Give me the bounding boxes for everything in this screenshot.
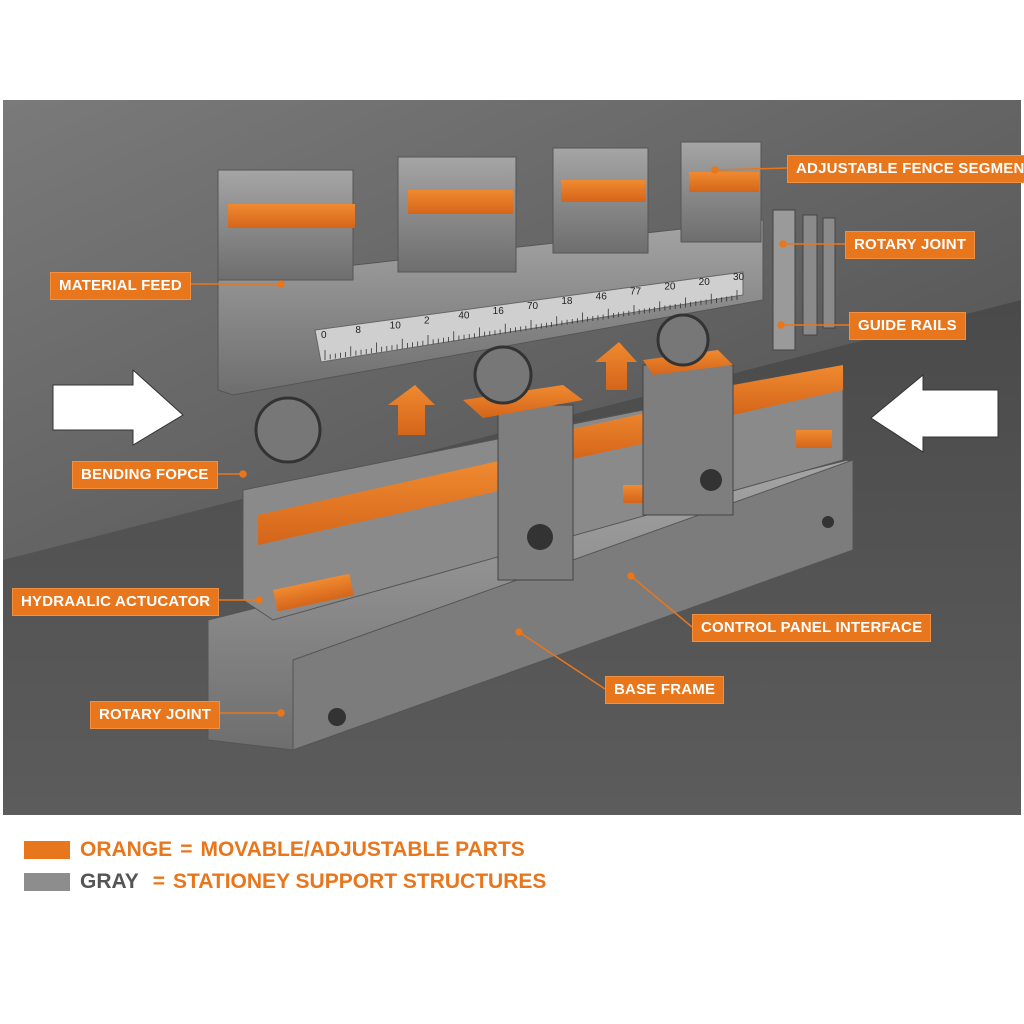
callout-bending-force: BENDING FOPCE xyxy=(72,461,218,489)
ruler-label: 77 xyxy=(630,287,642,298)
roller-wheel xyxy=(656,313,710,367)
legend-gray: GRAY = STATIONEY SUPPORT STRUCTURES xyxy=(24,870,546,894)
roller-wheel xyxy=(254,396,322,464)
callout-rotary-joint-top: ROTARY JOINT xyxy=(845,231,976,259)
legend-text: MOVABLE/ADJUSTABLE PARTS xyxy=(200,838,525,861)
ruler-label: 0 xyxy=(321,330,327,341)
ruler-label: 70 xyxy=(527,301,539,312)
gray-swatch xyxy=(24,873,70,891)
legend-key: GRAY xyxy=(80,870,139,893)
legend-text: STATIONEY SUPPORT STRUCTURES xyxy=(173,870,547,893)
up-arrow-icon xyxy=(388,385,435,435)
base-hole xyxy=(822,516,834,528)
callout-material-feed: MATERIAL FEED xyxy=(50,272,191,300)
fence-orange-strip xyxy=(561,180,646,202)
ruler-label: 8 xyxy=(355,325,361,336)
callout-adjustable-fence-segments: ADJUSTABLE FENCE SEGMENS xyxy=(787,155,1024,183)
fence-orange-strip xyxy=(228,204,355,228)
callout-guide-rails: GUIDE RAILS xyxy=(849,312,966,340)
force-arrow-left-icon xyxy=(52,368,184,446)
force-arrow-right-icon xyxy=(870,373,999,453)
orange-rail xyxy=(733,365,843,415)
ruler-label: 20 xyxy=(664,282,676,293)
ruler-label: 16 xyxy=(493,306,505,317)
orange-swatch xyxy=(24,841,70,859)
legend-sep: = xyxy=(152,870,166,893)
roller-wheel xyxy=(473,345,533,405)
ruler-labels: 0 8 10 2 40 16 70 18 46 77 20 20 30 xyxy=(321,272,745,360)
ruler-scale xyxy=(314,271,744,363)
legend-sep: = xyxy=(180,838,193,861)
callout-rotary-joint-bottom: ROTARY JOINT xyxy=(90,701,221,729)
ruler-label: 40 xyxy=(458,311,470,322)
clamp-hole xyxy=(700,469,722,491)
ruler-label: 10 xyxy=(390,320,402,331)
fence-segment xyxy=(397,156,517,273)
ruler-label: 18 xyxy=(561,296,573,307)
base-frame-front xyxy=(292,459,854,751)
clamp-hole xyxy=(527,524,553,550)
clamp-top-orange xyxy=(463,385,583,418)
hydraulic-cylinder xyxy=(802,214,818,336)
clamp-block xyxy=(642,364,734,516)
callout-hydraulic-actuator: HYDRAALIC ACTUCATOR xyxy=(12,588,220,616)
orange-rail xyxy=(258,460,503,545)
hydraulic-cylinder xyxy=(772,209,796,351)
clamp-block xyxy=(497,404,574,581)
legend-key: ORANGE xyxy=(80,838,173,861)
callout-control-panel-interface: CONTROL PANEL INTERFACE xyxy=(692,614,932,642)
ruler-label: 2 xyxy=(424,316,430,327)
orange-tag xyxy=(273,573,354,612)
base-hole xyxy=(328,708,346,726)
legend-orange: ORANGE = MOVABLE/ADJUSTABLE PARTS xyxy=(24,838,525,862)
fence-orange-strip xyxy=(689,172,759,192)
hydraulic-cylinder xyxy=(822,217,836,329)
callout-base-frame: BASE FRAME xyxy=(605,676,725,704)
ruler-label: 30 xyxy=(733,272,745,283)
up-arrow-icon xyxy=(595,342,637,390)
fence-orange-strip xyxy=(408,190,513,214)
orange-tag xyxy=(796,430,832,448)
ruler-label: 20 xyxy=(699,277,711,288)
ruler-label: 46 xyxy=(596,291,608,302)
